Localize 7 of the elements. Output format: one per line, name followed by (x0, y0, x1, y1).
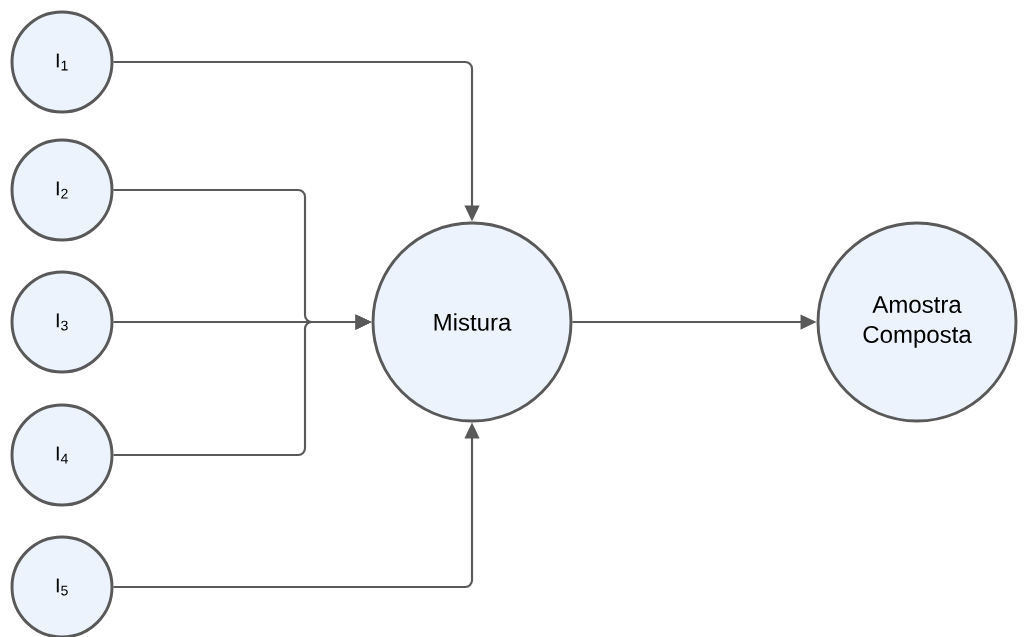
circle-node: I$_{1}$ (10, 10, 114, 114)
circle-node: Amostra Composta (816, 221, 1018, 423)
circle-node: I$_{3}$ (10, 270, 114, 374)
circle-node: I$_{5}$ (10, 535, 114, 637)
circle-node: Mistura (371, 221, 573, 423)
circle-node: I$_{2}$ (10, 138, 114, 242)
circle-node: I$_{4}$ (10, 403, 114, 507)
